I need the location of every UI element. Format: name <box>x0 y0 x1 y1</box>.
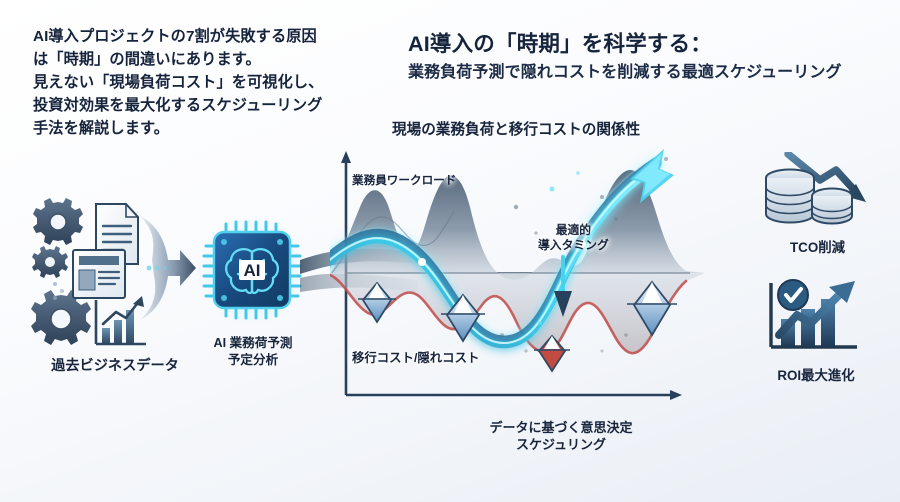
lead-paragraph: AI導入プロジェクトの7割が失敗する原因 は「時期」の間違いにあります。 見えな… <box>33 25 383 140</box>
optimal-timing-arrow <box>554 255 572 317</box>
source-data-icon-group <box>28 192 198 347</box>
optimal-curve <box>330 149 674 349</box>
ai-chip-label-line2: 予定分析 <box>227 352 279 367</box>
ai-chip-text: AI <box>244 261 261 280</box>
growth-chart-check-icon <box>757 277 867 357</box>
report-document-icon <box>72 249 126 299</box>
annotation-line-2: 導入タミング <box>538 238 609 253</box>
sparkle-dots-cyan <box>538 171 580 325</box>
page-title: AI導入の「時期」を科学する： <box>408 32 713 56</box>
curve-node <box>578 240 586 248</box>
gear-icon <box>33 198 83 245</box>
y-axis-label: 業務員ワークロード <box>352 174 457 187</box>
annotation-line-1: 最適的 <box>555 223 592 237</box>
gear-small-icon <box>32 246 68 278</box>
iceberg-marker-4 <box>627 280 677 337</box>
check-circle-icon <box>777 279 809 311</box>
bar-chart-trend-icon <box>94 296 146 346</box>
ai-chip-label-line1: AI 業務荷予測 <box>213 336 293 350</box>
source-data-label: 過去ビジネスデータ <box>51 358 179 374</box>
chart-caption: データに基づく意思決定 スケジュリング <box>441 420 681 454</box>
coin-stack-small <box>811 187 853 225</box>
cost-series-label: 移行コスト/隠れコスト <box>352 351 480 365</box>
optimal-timing-annotation: 最適的 導入タミング <box>538 223 609 253</box>
caption-line-1: データに基づく意思決定 <box>489 420 633 435</box>
chip-pins <box>202 220 302 320</box>
iceberg-marker-1 <box>358 281 396 324</box>
tco-label: TCO削減 <box>789 240 846 255</box>
chart-title: 現場の業務負荷と移行コストの関係性 <box>392 122 641 138</box>
gear-large-icon <box>31 290 91 345</box>
iceberg-marker-2 <box>441 293 485 343</box>
curve-node <box>418 258 426 266</box>
y-axis-arrowhead <box>341 151 351 163</box>
coin-stack-large <box>765 168 815 224</box>
ai-chip-icon: AI <box>196 214 308 326</box>
sparkle-dots <box>500 157 668 353</box>
workload-cost-chart: 業務員ワークロード 移行コスト/隠れコスト 最適的 導入タミング <box>330 145 705 415</box>
x-axis-arrowhead <box>670 390 682 400</box>
chart-svg <box>330 149 705 400</box>
lead-line-1: AI導入プロジェクトの7割が失敗する原因 <box>33 28 317 45</box>
ai-chip-label: AI 業務荷予測 予定分析 <box>188 335 318 368</box>
lead-line-3: 見えない「現場負荷コスト」を可視化し、 <box>33 74 324 92</box>
caption-line-2: スケジュリング <box>515 436 607 452</box>
lead-line-2: は「時期」の間違いにあります。 <box>33 51 261 69</box>
page-subtitle: 業務負荷予測で隠れコストを削減する最適スケジューリング <box>408 64 842 81</box>
lead-line-4: 投資対効果を最大化するスケジューリング <box>33 97 323 115</box>
converging-arrow-icon <box>53 216 196 320</box>
coin-stack-down-arrow-icon <box>752 150 882 232</box>
lead-line-5: 手法を解説します。 <box>33 120 170 138</box>
roi-label: ROI最大進化 <box>777 368 855 383</box>
iceberg-marker-3 <box>534 334 570 373</box>
